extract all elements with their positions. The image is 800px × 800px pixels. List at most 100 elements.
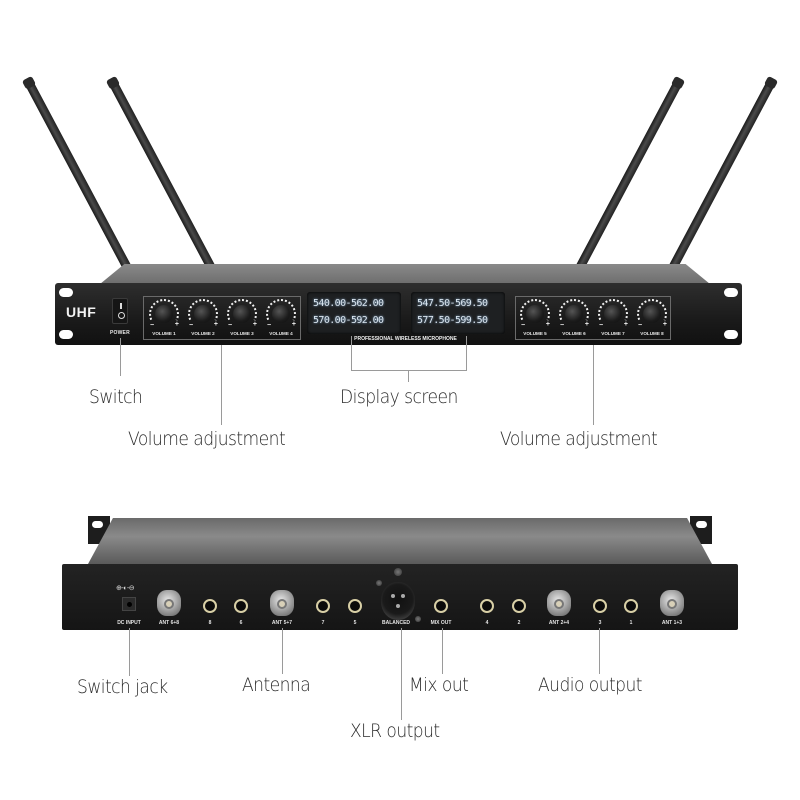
plus-icon: + (252, 321, 257, 328)
dc-input-jack[interactable] (122, 597, 136, 611)
audio-jack-1[interactable] (624, 599, 638, 613)
volume-knob-3[interactable]: − + VOLUME 3 (225, 299, 259, 338)
callout-mix-out: Mix out (409, 674, 469, 696)
knob-dial (526, 305, 544, 323)
front-chassis-top (100, 264, 710, 284)
callout-display-screen: Display screen (340, 386, 458, 408)
level-dots-icon (520, 299, 550, 322)
callout-volume-left: Volume adjustment (128, 428, 286, 450)
audio-jack-8[interactable] (203, 599, 217, 613)
plus-icon: + (584, 321, 589, 328)
mix-out-jack[interactable] (434, 599, 448, 613)
bnc-pin (667, 599, 677, 609)
bnc-pin (164, 599, 174, 609)
knob-label: VOLUME 8 (640, 331, 664, 336)
connector-label: ANT 1+3 (661, 620, 683, 626)
front-panel: UHF POWER − + VOLUME 1 − + VOLUME 2 (55, 283, 742, 345)
frequency-range: 547.50-569.50 (417, 298, 488, 309)
plus-icon: + (213, 321, 218, 328)
level-dots-icon (559, 299, 589, 322)
volume-knob-7[interactable]: − + VOLUME 7 (596, 299, 630, 338)
connector-label: ANT 5+7 (271, 620, 293, 626)
bnc-pin (554, 599, 564, 609)
volume-group-right: − + VOLUME 5 − + VOLUME 6 − + VOLUME 7 (515, 296, 671, 340)
xlr-screw-icon (376, 580, 382, 586)
connector-label: 6 (239, 620, 243, 626)
minus-icon: − (599, 322, 604, 329)
rack-hole (59, 288, 73, 297)
callout-audio-output: Audio output (538, 674, 643, 696)
audio-jack-3[interactable] (593, 599, 607, 613)
connector-label: DC INPUT (117, 620, 141, 626)
leader-line (282, 628, 283, 674)
rack-hole (92, 521, 103, 528)
leader-line (221, 345, 222, 425)
leader-line (408, 370, 409, 382)
volume-knob-6[interactable]: − + VOLUME 6 (557, 299, 591, 338)
connector-label: 4 (485, 620, 489, 626)
xlr-balanced-output[interactable] (381, 582, 415, 620)
volume-group-left: − + VOLUME 1 − + VOLUME 2 − + VOLUME 3 (143, 296, 301, 340)
callout-switch-jack: Switch jack (77, 676, 168, 698)
level-dots-icon (227, 299, 257, 322)
volume-knob-8[interactable]: − + VOLUME 8 (635, 299, 669, 338)
leader-line (593, 345, 594, 425)
frequency-range: 577.50-599.50 (417, 315, 488, 326)
bnc-antenna-2-4[interactable] (547, 590, 571, 618)
callout-volume-right: Volume adjustment (500, 428, 658, 450)
audio-jack-5[interactable] (348, 599, 362, 613)
plus-icon: + (662, 321, 667, 328)
bnc-pin (277, 599, 287, 609)
knob-dial (194, 305, 212, 323)
rack-hole (724, 288, 738, 297)
brand-label: UHF (66, 304, 97, 320)
volume-knob-2[interactable]: − + VOLUME 2 (186, 299, 220, 338)
level-dots-icon (266, 299, 296, 322)
antenna-3 (566, 79, 683, 288)
leader-line (599, 628, 600, 674)
leader-line (466, 336, 467, 370)
connector-label: 8 (208, 620, 212, 626)
power-switch[interactable] (112, 298, 128, 324)
rear-panel: ⊕-◐-⊖ DC INPUT ANT 6+8 8 6 ANT 5+7 7 5 B… (62, 564, 738, 630)
plus-icon: + (623, 321, 628, 328)
knob-label: VOLUME 4 (269, 331, 293, 336)
connector-label: ANT 2+4 (548, 620, 570, 626)
leader-line (351, 370, 467, 371)
bnc-antenna-6-8[interactable] (157, 590, 181, 618)
volume-knob-1[interactable]: − + VOLUME 1 (147, 299, 181, 338)
leader-line (120, 338, 121, 376)
leader-line (442, 628, 443, 674)
ground-screw-icon (394, 568, 402, 576)
minus-icon: − (638, 322, 643, 329)
minus-icon: − (150, 322, 155, 329)
leader-line (351, 336, 352, 370)
minus-icon: − (521, 322, 526, 329)
plus-icon: + (291, 321, 296, 328)
knob-label: VOLUME 2 (191, 331, 215, 336)
knob-label: VOLUME 7 (601, 331, 625, 336)
audio-jack-7[interactable] (316, 599, 330, 613)
connector-label: 1 (629, 620, 633, 626)
minus-icon: − (228, 322, 233, 329)
level-dots-icon (637, 299, 667, 322)
knob-dial (643, 305, 661, 323)
knob-dial (233, 305, 251, 323)
minus-icon: − (560, 322, 565, 329)
audio-jack-2[interactable] (512, 599, 526, 613)
volume-knob-5[interactable]: − + VOLUME 5 (518, 299, 552, 338)
xlr-screw-icon (415, 616, 421, 622)
audio-jack-4[interactable] (480, 599, 494, 613)
connector-label: ANT 6+8 (158, 620, 180, 626)
callout-xlr-output: XLR output (350, 720, 440, 742)
panel-title: PROFESSIONAL WIRELESS MICROPHONE (354, 336, 457, 342)
audio-jack-6[interactable] (234, 599, 248, 613)
rack-hole (59, 330, 73, 339)
bnc-antenna-5-7[interactable] (270, 590, 294, 618)
antenna-4 (659, 79, 776, 288)
bnc-antenna-1-3[interactable] (660, 590, 684, 618)
knob-label: VOLUME 1 (152, 331, 176, 336)
lcd-display-1: 540.00-562.00 570.00-592.00 (307, 292, 401, 334)
volume-knob-4[interactable]: − + VOLUME 4 (264, 299, 298, 338)
power-label: POWER (110, 330, 130, 336)
